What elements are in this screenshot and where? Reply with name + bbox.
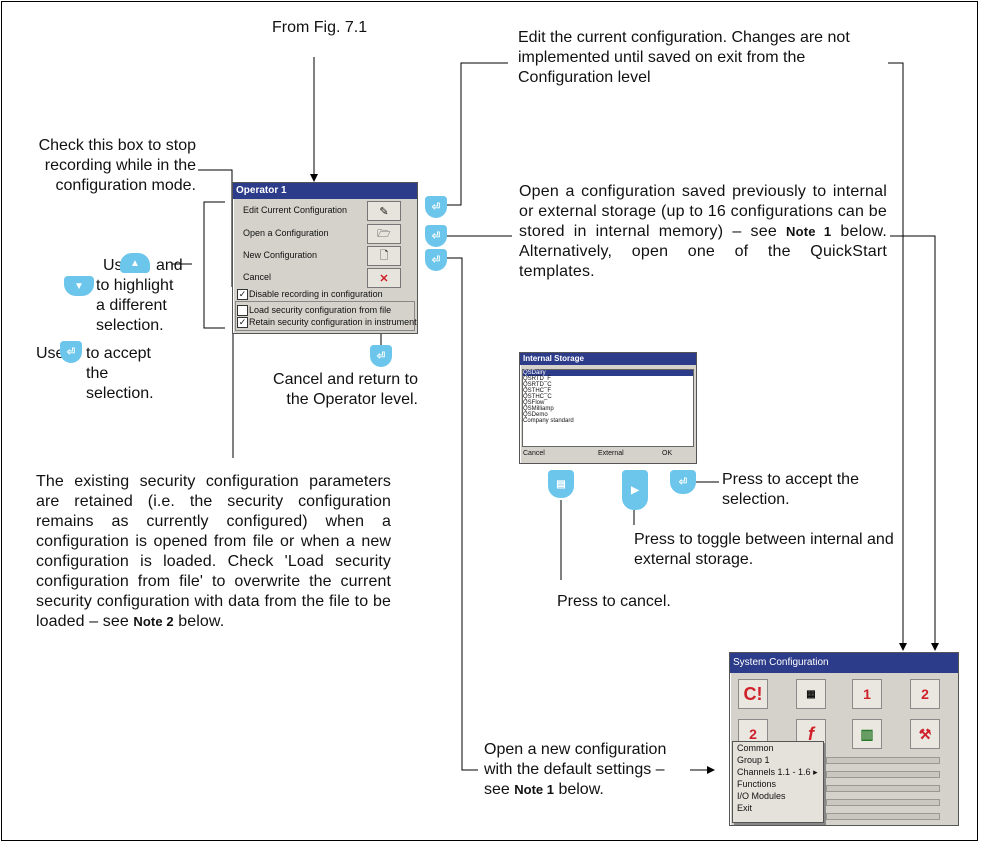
press-accept-caption: Press to accept the selection. [722, 471, 859, 508]
press-toggle-caption: Press to toggle between internal and ext… [634, 531, 894, 568]
cancel-return-caption: Cancel and return to the Operator level. [273, 371, 418, 408]
storage-title: Internal Storage [520, 353, 696, 365]
menu-item-channels[interactable]: Channels 1.1 - 1.6 ▸ [737, 767, 818, 777]
file-item[interactable]: QSFlow [523, 400, 545, 406]
menu-item-common[interactable]: Common [737, 743, 774, 753]
accept-caption: to accept the selection. [86, 345, 154, 402]
open-config-item[interactable]: Open a Configuration [243, 228, 329, 238]
tools-icon[interactable]: ⚒ [910, 719, 940, 749]
new-document-icon[interactable]: 🗋 [367, 246, 401, 266]
enter-button-cancel[interactable]: ⏎ [370, 345, 392, 367]
file-item[interactable]: QSDairy [523, 370, 693, 376]
edit-current-item[interactable]: Edit Current Configuration [243, 205, 348, 215]
load-security-label: Load security configuration from file [249, 305, 392, 315]
progress-bar [826, 785, 940, 792]
enter-key-icon: ⏎ [60, 341, 82, 363]
cancel-x-icon[interactable]: ✕ [367, 268, 401, 288]
system-config-menu: Common Group 1 Channels 1.1 - 1.6 ▸ Func… [732, 741, 824, 823]
highlight-caption: to highlight a different selection. [96, 277, 174, 334]
new-config-item[interactable]: New Configuration [243, 250, 318, 260]
edit-current-caption: Edit the current configuration. Changes … [518, 29, 850, 86]
common-icon[interactable]: C! [738, 679, 768, 709]
enter-button-open[interactable]: ⏎ [425, 225, 447, 247]
load-security-checkbox[interactable] [237, 305, 248, 316]
enter-button-edit[interactable]: ⏎ [425, 196, 447, 218]
io-modules-icon[interactable]: ▥ [852, 719, 882, 749]
menu-item-group[interactable]: Group 1 [737, 755, 770, 765]
dialog-title: Operator 1 [233, 183, 417, 199]
enter-button-new[interactable]: ⏎ [425, 249, 447, 271]
menu-item-io-modules[interactable]: I/O Modules [737, 791, 786, 801]
check-box-caption: Check this box to stop recording while i… [38, 137, 196, 194]
group-icon[interactable]: ▦ [796, 679, 826, 709]
file-item[interactable]: QSTHC_F [523, 388, 552, 394]
from-fig-caption: From Fig. 7.1 [272, 19, 368, 36]
retain-security-checkbox[interactable]: ✓ [237, 317, 248, 328]
system-config-window: System Configuration C! ▦ 1 2 2 f ▥ ⚒ Co… [729, 652, 959, 826]
open-saved-caption: Open a configuration saved previously to… [519, 183, 887, 280]
channel-2-icon[interactable]: 2 [910, 679, 940, 709]
file-item[interactable]: Company standard [523, 418, 574, 424]
internal-storage-window: Internal Storage QSDairy QSRTD_F QSRTD_C… [519, 352, 697, 464]
storage-ok-label: OK [662, 450, 673, 457]
storage-file-list[interactable]: QSDairy QSRTD_F QSRTD_C QSTHC_F QSTHC_C … [522, 369, 694, 447]
storage-cancel-label: Cancel [523, 450, 545, 457]
file-item[interactable]: QSRTD_F [523, 376, 551, 382]
channel-1-icon[interactable]: 1 [852, 679, 882, 709]
edit-icon[interactable]: ✎ [367, 201, 401, 221]
cancel-item[interactable]: Cancel [243, 272, 272, 282]
disable-recording-checkbox[interactable]: ✓ [237, 289, 248, 300]
menu-item-functions[interactable]: Functions [737, 779, 777, 789]
existing-security-caption: The existing security configuration para… [36, 473, 391, 630]
disable-recording-label: Disable recording in configuration [249, 289, 383, 299]
cancel-key-icon[interactable]: ▤ [548, 470, 574, 498]
toggle-key-icon[interactable]: ▶ [622, 470, 648, 510]
progress-bar [826, 799, 940, 806]
ok-key-icon[interactable]: ⏎ [670, 470, 696, 494]
folder-open-icon[interactable]: 🗁 [367, 224, 401, 244]
down-arrow-icon: ▼ [64, 276, 94, 296]
file-item[interactable]: QSMilliamp [523, 406, 554, 412]
and-label: and [156, 257, 183, 274]
file-item[interactable]: QSDemo [523, 412, 548, 418]
open-new-caption: Open a new configuration with the defaul… [484, 741, 667, 798]
storage-external-label: External [598, 450, 624, 457]
file-item[interactable]: QSTHC_C [523, 394, 552, 400]
system-config-title: System Configuration [730, 653, 958, 673]
menu-item-exit[interactable]: Exit [737, 803, 753, 813]
press-cancel-caption: Press to cancel. [557, 593, 671, 610]
progress-bar [826, 757, 940, 764]
use-label-2: Use [36, 345, 65, 362]
progress-bar [826, 771, 940, 778]
submenu-arrow-icon: ▸ [813, 767, 818, 777]
up-arrow-icon: ▲ [120, 253, 150, 273]
file-item[interactable]: QSRTD_C [523, 382, 552, 388]
progress-bar [826, 813, 940, 820]
retain-security-label: Retain security configuration in instrum… [249, 317, 417, 327]
operator-dialog: Operator 1 Edit Current Configuration Op… [232, 182, 418, 334]
